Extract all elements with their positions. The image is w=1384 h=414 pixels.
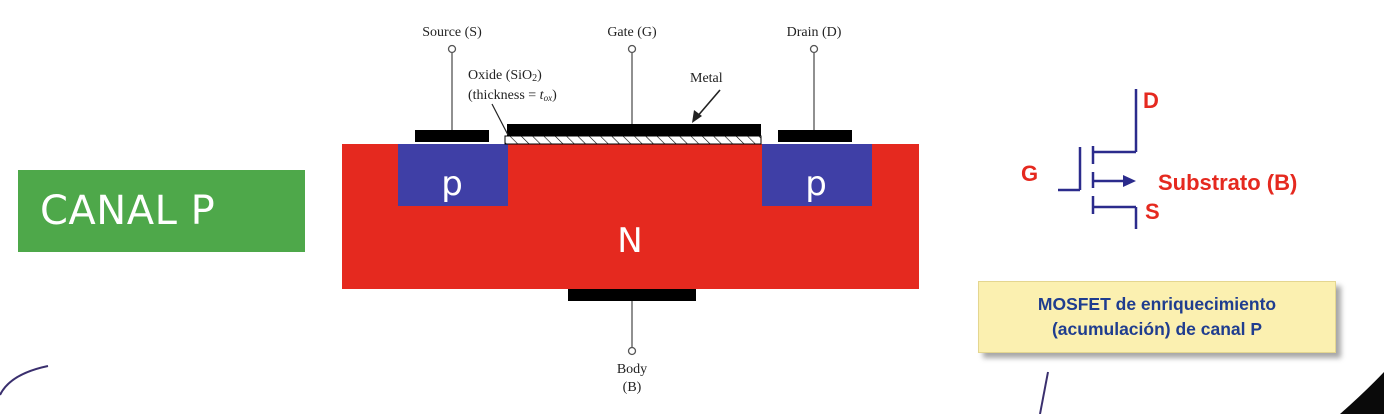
decor-curve-mid [1039, 371, 1049, 414]
body-terminal [627, 346, 637, 356]
canal-p-badge: CANAL P [18, 170, 305, 252]
drain-label: Drain (D) [787, 25, 842, 40]
symbol-source-label: S [1145, 199, 1160, 224]
gate-metal [507, 124, 761, 136]
source-terminal [447, 44, 457, 54]
source-p-region [398, 144, 508, 206]
caption-box: MOSFET de enriquecimiento (acumulación) … [978, 281, 1336, 353]
source-p-label: p [441, 164, 463, 204]
decor-curve-left [0, 365, 49, 396]
gate-label: Gate (G) [607, 25, 657, 40]
canal-p-label: CANAL P [40, 188, 216, 234]
decor-corner-right [1340, 372, 1384, 414]
oxide-pointer [491, 103, 509, 136]
symbol-gate-label: G [1021, 161, 1038, 186]
metal-label: Metal [690, 71, 723, 86]
symbol-body-arrow-head [1123, 175, 1136, 187]
symbol-drain-label: D [1143, 88, 1159, 113]
body-contact [568, 289, 696, 301]
gate-terminal [627, 44, 637, 54]
body-label-line1: Body [617, 362, 647, 377]
body-label-line2: (B) [623, 380, 642, 395]
symbol-substrate-label: Substrato (B) [1158, 170, 1297, 195]
drain-terminal [809, 44, 819, 54]
caption-line1: MOSFET de enriquecimiento [1037, 294, 1277, 314]
metal-pointer [695, 89, 721, 119]
oxide-hatch [505, 136, 761, 144]
oxide-label-line1: Oxide (SiO2) [468, 68, 542, 84]
drain-p-region [762, 144, 872, 206]
drain-p-label: p [805, 164, 827, 204]
caption-line2: (acumulación) de canal P [1051, 319, 1263, 339]
source-label: Source (S) [422, 25, 482, 40]
n-substrate-label: N [617, 221, 642, 261]
source-contact [415, 130, 489, 142]
oxide-label-line2: (thickness = tox) [468, 88, 557, 103]
drain-contact [778, 130, 852, 142]
metal-pointer-head [692, 110, 702, 123]
